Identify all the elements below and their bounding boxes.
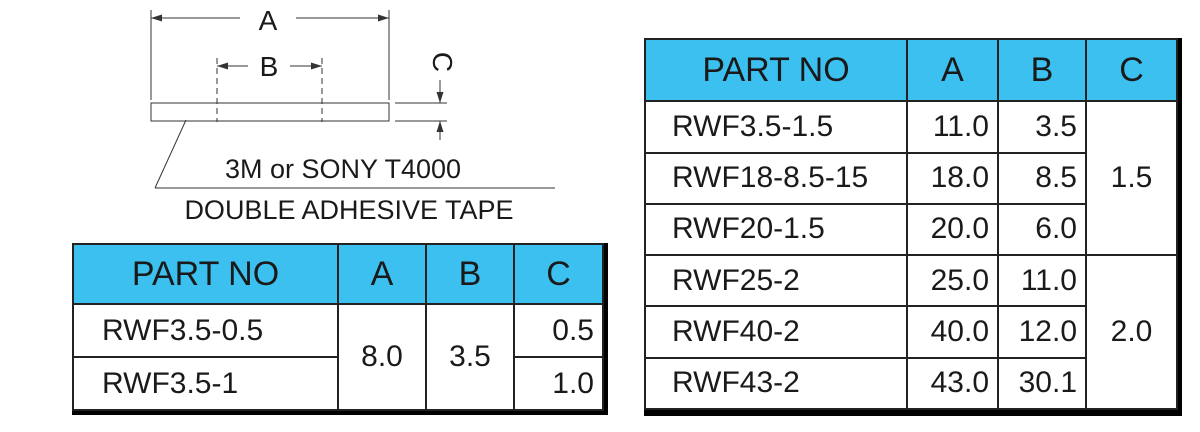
table-row: RWF20-1.5 20.0 6.0 — [644, 202, 1177, 257]
header-part-no: PART NO — [72, 243, 339, 305]
part-no-cell: RWF3.5-1.5 — [644, 100, 908, 154]
dim-b-label: B — [260, 51, 279, 82]
dim-b-cell: 30.1 — [997, 356, 1087, 411]
table-row: RWF18-8.5-15 18.0 8.5 — [644, 151, 1177, 205]
dim-b-cell: 8.5 — [997, 151, 1087, 205]
dim-b-cell: 12.0 — [997, 305, 1087, 359]
part-no-cell: RWF3.5-1 — [72, 356, 339, 411]
large-spec-table: PART NO A B C RWF3.5-1.5 11.0 3.5 1.5 RW… — [644, 37, 1178, 411]
header-b: B — [425, 243, 515, 305]
dim-b-cell: 11.0 — [997, 254, 1087, 308]
part-no-cell: RWF18-8.5-15 — [644, 151, 908, 205]
table-row: RWF40-2 40.0 12.0 — [644, 305, 1177, 359]
dim-a-cell: 25.0 — [906, 254, 999, 308]
part-no-cell: RWF20-1.5 — [644, 202, 908, 257]
dim-c-label: C — [427, 52, 458, 72]
dim-c-cell: 1.5 — [1085, 100, 1178, 257]
table-header-row: PART NO A B C — [72, 243, 604, 305]
dim-a-cell: 11.0 — [906, 100, 999, 154]
part-no-cell: RWF25-2 — [644, 254, 908, 308]
table-row: RWF43-2 43.0 30.1 — [644, 356, 1177, 411]
dim-c-cell: 2.0 — [1085, 254, 1178, 410]
header-c: C — [513, 243, 604, 305]
dim-a-cell: 40.0 — [906, 305, 999, 359]
small-spec-table: PART NO A B C RWF3.5-0.5 8.0 3.5 0.5 RWF… — [72, 243, 604, 411]
large-spec-table-frame: PART NO A B C RWF3.5-1.5 11.0 3.5 1.5 RW… — [644, 37, 1182, 416]
tape-note-line2: DOUBLE ADHESIVE TAPE — [184, 195, 513, 225]
dim-c-cell: 1.0 — [513, 356, 604, 411]
tape-note-line1: 3M or SONY T4000 — [225, 154, 461, 184]
header-c: C — [1085, 37, 1178, 103]
table-row: RWF25-2 25.0 11.0 2.0 — [644, 254, 1178, 410]
part-no-cell: RWF40-2 — [644, 305, 908, 359]
dim-a-cell: 20.0 — [906, 202, 999, 257]
table-header-row: PART NO A B C — [644, 37, 1178, 103]
table-row: RWF3.5-1 1.0 — [72, 356, 604, 411]
dim-c-cell: 0.5 — [513, 303, 604, 358]
dim-b-cell: 6.0 — [997, 202, 1087, 257]
table-row: RWF3.5-1.5 11.0 3.5 1.5 — [644, 100, 1178, 257]
table-row: RWF3.5-0.5 8.0 3.5 0.5 — [72, 303, 604, 411]
part-no-cell: RWF3.5-0.5 — [72, 303, 339, 358]
small-spec-table-frame: PART NO A B C RWF3.5-0.5 8.0 3.5 0.5 RWF… — [72, 243, 608, 415]
tape-dimension-drawing: A B C 3M or SONY T4000 DOUBLE ADHESIVE T… — [150, 5, 555, 225]
header-part-no: PART NO — [644, 37, 908, 103]
part-no-cell: RWF43-2 — [644, 356, 908, 411]
dim-b-cell: 3.5 — [425, 303, 515, 411]
header-a: A — [906, 37, 999, 103]
dim-a-cell: 43.0 — [906, 356, 999, 411]
header-b: B — [997, 37, 1087, 103]
dim-a-cell: 18.0 — [906, 151, 999, 205]
dim-a-label: A — [259, 5, 278, 36]
dim-a-cell: 8.0 — [337, 303, 427, 411]
header-a: A — [337, 243, 427, 305]
dim-b-cell: 3.5 — [997, 100, 1087, 154]
